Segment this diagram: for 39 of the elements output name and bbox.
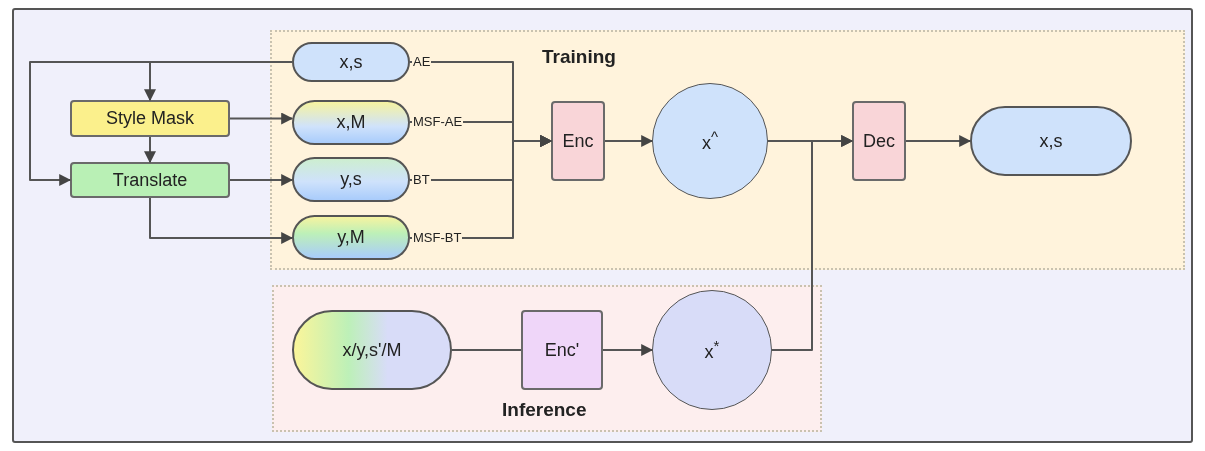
node-label: Style Mask [106, 108, 194, 129]
node-label: x$^{*}$ [704, 337, 720, 363]
terminal-pill [292, 100, 410, 145]
node-label: y,M [337, 227, 365, 248]
edge-label: MSF-BT [412, 230, 463, 245]
node-label: y,s [340, 169, 362, 190]
arrow [905, 135, 972, 147]
arrow [229, 112, 294, 125]
process-box [70, 162, 230, 198]
node-label: x,M [336, 112, 366, 133]
node-label: x$^{^}$ [701, 128, 718, 154]
process-box [521, 310, 603, 390]
terminal-pill [292, 215, 410, 260]
node-label: x/y,s'/M [342, 339, 402, 361]
node-label: Enc' [544, 339, 580, 361]
terminal-pill [292, 42, 410, 82]
node-label: Translate [112, 169, 188, 191]
region-title: Training [542, 46, 616, 68]
connector-line [451, 349, 522, 351]
process-box [551, 101, 605, 181]
node-label: Enc [562, 130, 594, 152]
terminal-pill [292, 157, 410, 202]
edge-label: MSF-AE [412, 114, 464, 129]
process-box [70, 100, 230, 137]
arrow [144, 136, 156, 164]
arrow [604, 135, 654, 147]
inference-region [272, 285, 822, 432]
arrow [229, 174, 294, 186]
arrow [602, 344, 654, 356]
node-label: Dec [863, 130, 895, 152]
training-region [270, 30, 1185, 270]
edge-label: BT [412, 172, 431, 187]
node-label: x,s [339, 51, 363, 73]
edge-label: AE [412, 54, 432, 69]
node-label: x,s [1039, 130, 1063, 152]
arrow [771, 135, 854, 351]
arrow [149, 197, 294, 244]
process-box [852, 101, 906, 181]
region-title: Inference [502, 399, 587, 421]
